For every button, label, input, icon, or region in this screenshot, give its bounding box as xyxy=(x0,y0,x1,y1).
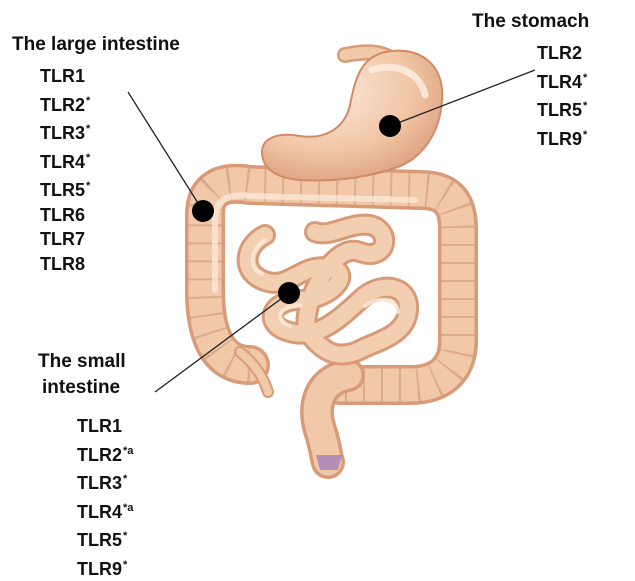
leader-line-large-intestine xyxy=(128,92,203,211)
tlr-item: TLR3* xyxy=(40,117,90,146)
tlr-mark: * xyxy=(86,180,90,192)
tlr-name: TLR8 xyxy=(40,254,85,274)
tlr-mark: * xyxy=(86,123,90,135)
tlr-item: TLR4*a xyxy=(77,496,133,525)
tlr-name: TLR5 xyxy=(77,530,122,550)
small-intestine-title-line2: intestine xyxy=(42,376,120,399)
tlr-item: TLR6 xyxy=(40,203,90,228)
tlr-name: TLR9 xyxy=(77,559,122,579)
tlr-item: TLR2* xyxy=(40,89,90,118)
tlr-mark: * xyxy=(86,152,90,164)
tlr-name: TLR1 xyxy=(40,66,85,86)
tlr-item: TLR9* xyxy=(77,553,133,581)
tlr-item: TLR9* xyxy=(537,123,587,152)
tlr-name: TLR2 xyxy=(537,43,582,63)
tlr-item: TLR7 xyxy=(40,227,90,252)
tlr-item: TLR1 xyxy=(40,64,90,89)
small-intestine-shape xyxy=(248,225,408,355)
tlr-item: TLR5* xyxy=(77,524,133,553)
small-intestine-title-line1: The small xyxy=(38,350,126,373)
tlr-name: TLR4 xyxy=(537,72,582,92)
tlr-item: TLR4* xyxy=(40,146,90,175)
tlr-mark: * xyxy=(86,95,90,107)
tlr-name: TLR4 xyxy=(77,502,122,522)
tlr-item: TLR2*a xyxy=(77,439,133,468)
large-intestine-title: The large intestine xyxy=(12,33,180,56)
tlr-item: TLR8 xyxy=(40,252,90,277)
tlr-mark: * xyxy=(123,530,127,542)
marker-large-intestine xyxy=(192,200,214,222)
tlr-name: TLR4 xyxy=(40,152,85,172)
tlr-item: TLR4* xyxy=(537,66,587,95)
stomach-title: The stomach xyxy=(472,10,589,33)
tlr-name: TLR3 xyxy=(77,473,122,493)
tlr-name: TLR2 xyxy=(40,95,85,115)
large-intestine-tlr-list: TLR1TLR2*TLR3*TLR4*TLR5*TLR6TLR7TLR8 xyxy=(40,64,90,276)
marker-stomach xyxy=(379,115,401,137)
tlr-item: TLR3* xyxy=(77,467,133,496)
small-intestine-tlr-list: TLR1TLR2*aTLR3*TLR4*aTLR5*TLR9* xyxy=(77,414,133,581)
tlr-item: TLR1 xyxy=(77,414,133,439)
tlr-name: TLR5 xyxy=(537,100,582,120)
rectum-shape xyxy=(316,375,348,470)
tlr-item: TLR5* xyxy=(537,94,587,123)
tlr-mark: *a xyxy=(123,445,133,457)
tlr-mark: * xyxy=(123,559,127,571)
tlr-name: TLR2 xyxy=(77,445,122,465)
marker-small-intestine xyxy=(278,282,300,304)
tlr-mark: *a xyxy=(123,502,133,514)
tlr-mark: * xyxy=(583,100,587,112)
tlr-item: TLR2 xyxy=(537,41,587,66)
tlr-name: TLR9 xyxy=(537,129,582,149)
stomach-shape xyxy=(262,51,442,181)
tlr-name: TLR1 xyxy=(77,416,122,436)
tlr-item: TLR5* xyxy=(40,174,90,203)
tlr-name: TLR7 xyxy=(40,229,85,249)
tlr-name: TLR6 xyxy=(40,205,85,225)
tlr-mark: * xyxy=(583,72,587,84)
tlr-mark: * xyxy=(123,473,127,485)
tlr-mark: * xyxy=(583,129,587,141)
stomach-tlr-list: TLR2TLR4*TLR5*TLR9* xyxy=(537,41,587,151)
tlr-name: TLR5 xyxy=(40,180,85,200)
tlr-name: TLR3 xyxy=(40,123,85,143)
